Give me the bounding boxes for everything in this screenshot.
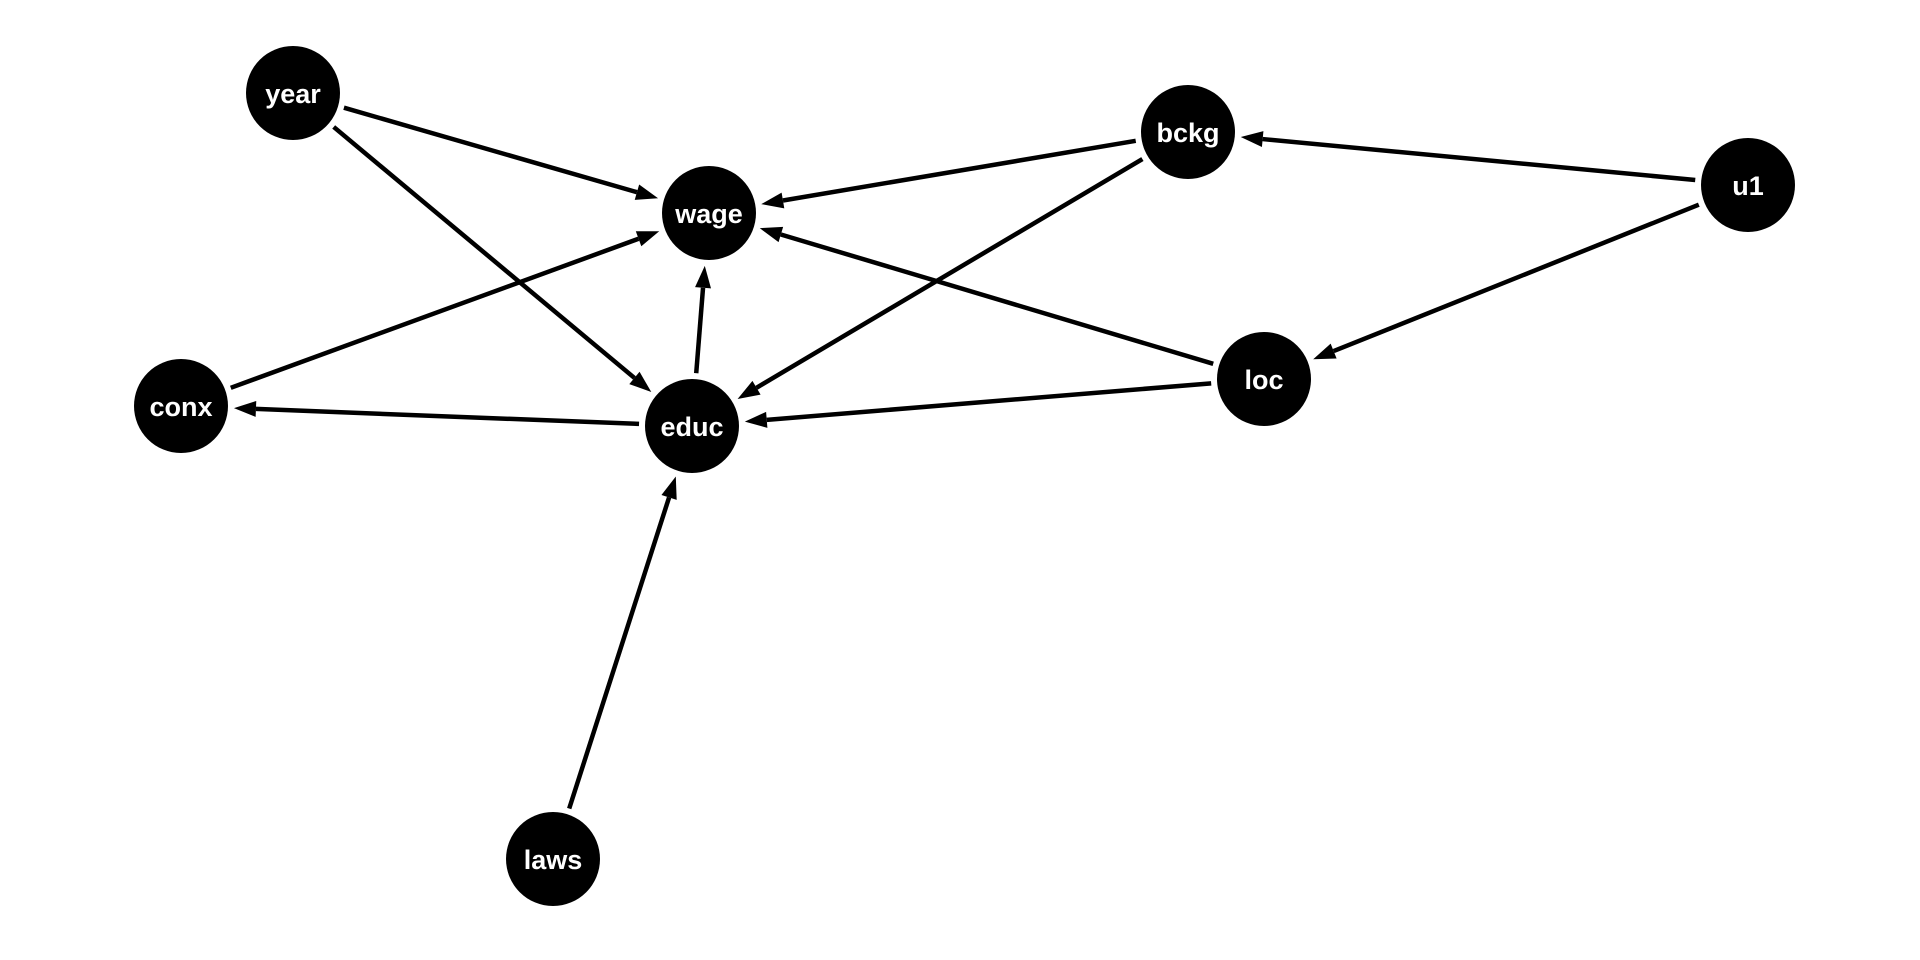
arrowhead-icon: [695, 265, 712, 289]
edge-line-bckg-educ: [755, 157, 1144, 390]
node-laws: laws: [506, 812, 600, 906]
edge-line-year-wage: [343, 105, 638, 195]
edge-year-wage: [343, 105, 659, 200]
node-circle-laws: [506, 812, 600, 906]
arrowhead-icon: [635, 231, 660, 247]
edge-line-educ-wage: [693, 287, 706, 374]
edge-u1-loc: [1313, 202, 1700, 360]
edge-line-conx-wage: [230, 236, 640, 390]
edge-line-u1-loc: [1332, 202, 1700, 354]
edge-line-bckg-wage: [782, 138, 1137, 203]
node-wage: wage: [662, 166, 756, 260]
edge-line-year-educ: [332, 125, 636, 380]
node-circle-loc: [1217, 332, 1311, 426]
node-circle-year: [246, 46, 340, 140]
edge-conx-wage: [230, 231, 660, 390]
edge-line-loc-educ: [766, 381, 1212, 423]
edge-layer: [230, 105, 1700, 810]
node-circle-conx: [134, 359, 228, 453]
edge-u1-bckg: [1240, 131, 1696, 183]
node-year: year: [246, 46, 340, 140]
node-educ: educ: [645, 379, 739, 473]
edge-bckg-educ: [737, 157, 1144, 399]
arrowhead-icon: [661, 476, 677, 500]
node-u1: u1: [1701, 138, 1795, 232]
arrowhead-icon: [759, 226, 784, 243]
edge-laws-educ: [567, 476, 677, 810]
edge-educ-conx: [233, 400, 640, 427]
edge-line-loc-wage: [780, 232, 1214, 366]
arrowhead-icon: [1240, 131, 1264, 148]
arrowhead-icon: [634, 184, 659, 200]
node-layer: year bckg u1 wage conx loc educ laws: [134, 46, 1795, 906]
arrowhead-icon: [1313, 343, 1337, 360]
node-bckg: bckg: [1141, 85, 1235, 179]
node-conx: conx: [134, 359, 228, 453]
edge-line-u1-bckg: [1262, 136, 1696, 183]
edge-year-educ: [332, 125, 652, 393]
node-circle-wage: [662, 166, 756, 260]
arrowhead-icon: [744, 411, 768, 428]
edge-educ-wage: [693, 265, 712, 374]
node-loc: loc: [1217, 332, 1311, 426]
node-circle-bckg: [1141, 85, 1235, 179]
edge-line-laws-educ: [567, 496, 672, 810]
arrowhead-icon: [737, 380, 761, 399]
edge-loc-wage: [759, 226, 1214, 366]
arrowhead-icon: [629, 371, 652, 393]
edge-loc-educ: [744, 381, 1212, 428]
edge-line-educ-conx: [255, 406, 640, 427]
arrowhead-icon: [233, 400, 257, 417]
edge-bckg-wage: [761, 138, 1137, 209]
arrowhead-icon: [761, 192, 785, 209]
node-circle-educ: [645, 379, 739, 473]
node-circle-u1: [1701, 138, 1795, 232]
